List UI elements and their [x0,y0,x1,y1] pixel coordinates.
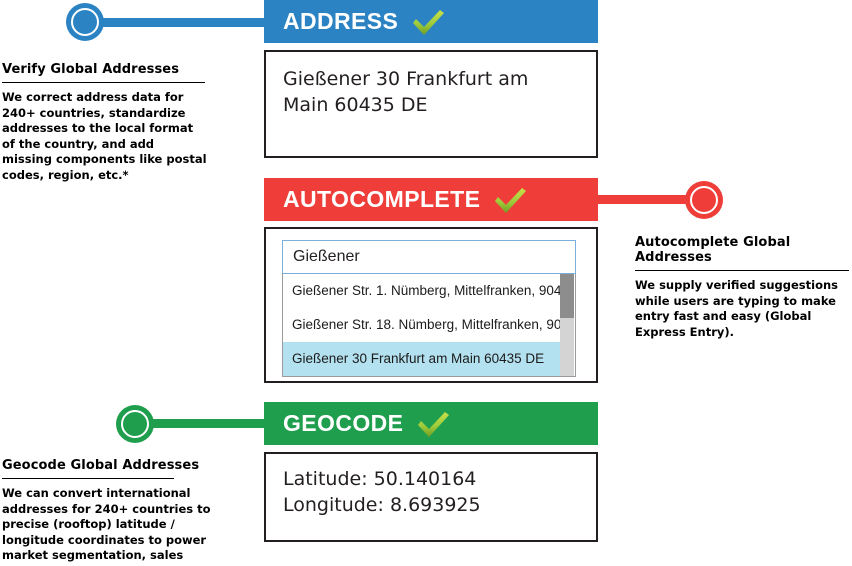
geocode-connector-dot [116,405,154,443]
geocode-connector-line [148,419,268,428]
caption-verify-divider [2,82,205,83]
caption-autocomplete-global-addresses: Autocomplete Global Addresses We supply … [635,235,852,340]
caption-geocode-divider [2,478,174,479]
address-panel-header: ADDRESS [264,0,598,43]
address-line-1: Gießener 30 Frankfurt am [283,68,529,90]
autocomplete-connector-line [594,195,698,204]
list-item[interactable]: Gießener Str. 1. Nümberg, Mittelfranken,… [283,274,560,308]
address-connector-dot [66,3,104,41]
suggestion-list-scrollbar-thumb[interactable] [560,274,574,318]
green-check-icon [416,411,450,438]
address-line-2: Main 60435 DE [283,94,428,116]
geocode-connector-ring [121,410,149,438]
suggestion-list-scrollbar[interactable] [560,274,574,376]
autocomplete-panel-body: Gießener Gießener Str. 1. Nümberg, Mitte… [264,227,598,383]
caption-geocode-heading: Geocode Global Addresses [2,458,200,473]
geocode-longitude: Longitude: 8.693925 [283,494,481,516]
geocode-panel-title: GEOCODE [283,410,404,436]
green-check-icon [493,187,527,214]
address-connector-ring [71,8,99,36]
autocomplete-connector-dot [685,181,723,219]
address-panel-body: Gießener 30 Frankfurt am Main 60435 DE [264,50,598,158]
caption-verify-global-addresses: Verify Global Addresses We correct addre… [2,62,208,183]
geocode-panel-body: Latitude: 50.140164 Longitude: 8.693925 [264,452,598,542]
list-item[interactable]: Gießener Str. 18. Nümberg, Mittelfranken… [283,308,560,342]
autocomplete-panel-title: AUTOCOMPLETE [283,186,481,212]
caption-verify-heading: Verify Global Addresses [2,62,180,77]
address-search-input[interactable]: Gießener [282,240,576,274]
autocomplete-suggestion-list[interactable]: Gießener Str. 1. Nümberg, Mittelfranken,… [282,274,576,377]
address-connector-line [100,18,268,27]
caption-autocomplete-divider [635,270,849,271]
caption-verify-body: We correct address data for 240+ countri… [2,90,207,182]
green-check-icon [411,9,445,36]
autocomplete-connector-ring [690,186,718,214]
list-item[interactable]: Gießener 30 Frankfurt am Main 60435 DE [283,342,560,376]
caption-geocode-body: We can convert international addresses f… [2,486,211,566]
caption-autocomplete-heading: Autocomplete Global Addresses [635,235,791,265]
autocomplete-panel-header: AUTOCOMPLETE [264,178,598,221]
caption-geocode-global-addresses: Geocode Global Addresses We can convert … [2,458,226,566]
geocode-latitude: Latitude: 50.140164 [283,468,477,490]
address-panel-title: ADDRESS [283,8,399,34]
caption-autocomplete-body: We supply verified suggestions while use… [635,278,838,339]
geocode-panel-header: GEOCODE [264,402,598,445]
